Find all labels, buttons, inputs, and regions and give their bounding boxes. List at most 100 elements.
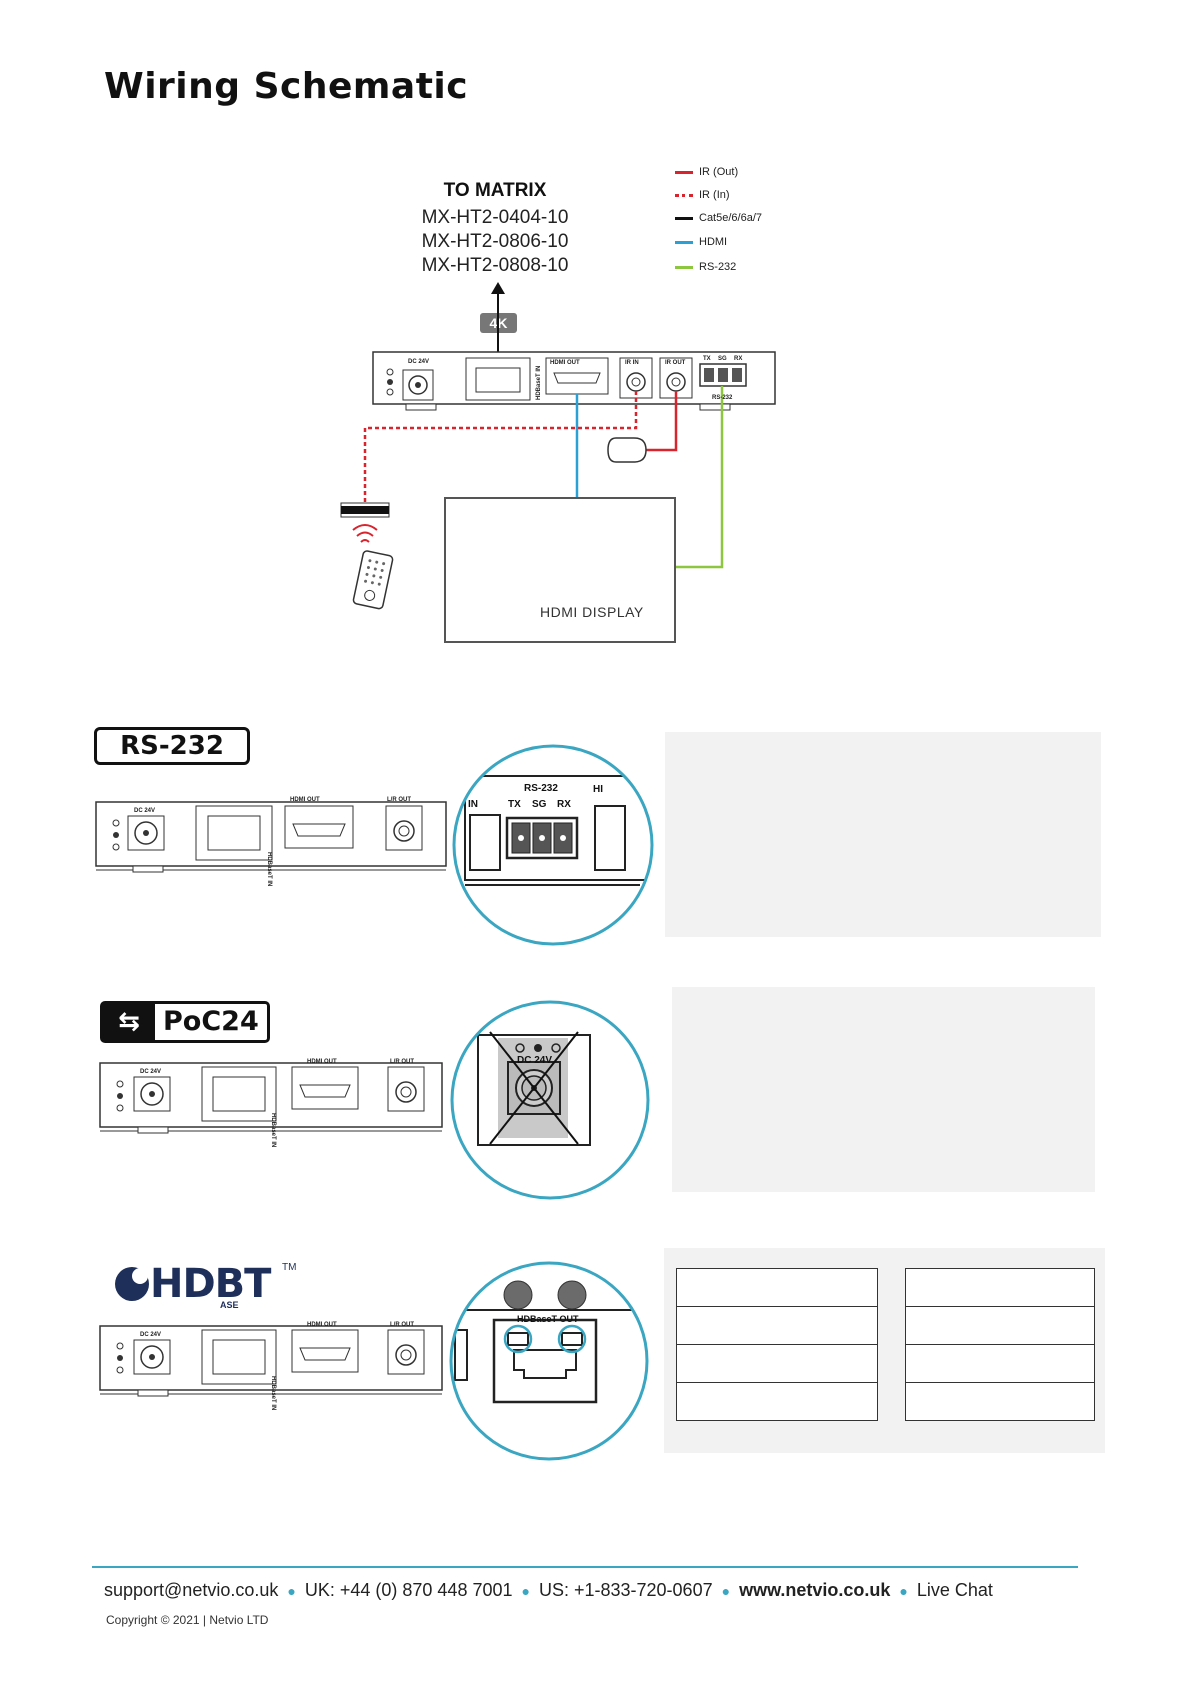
hdmi-socket bbox=[299, 1084, 351, 1098]
dc-jack-pin bbox=[143, 830, 149, 836]
arrow-up-icon bbox=[491, 282, 505, 294]
legend-swatch bbox=[675, 216, 693, 220]
legend-swatch bbox=[675, 265, 693, 269]
lr-out-jack-inner bbox=[400, 1349, 412, 1361]
legend-ir-out: IR (Out) bbox=[675, 162, 738, 182]
table-row bbox=[905, 1344, 1095, 1383]
table-row bbox=[676, 1268, 878, 1307]
rs232-zoom-detail: RS-232 TX SG RX IN HI bbox=[464, 775, 652, 886]
led-status-table-right bbox=[905, 1268, 1095, 1421]
rs232-pin bbox=[704, 368, 714, 382]
ir-out-cable bbox=[646, 391, 678, 452]
polarity-icon bbox=[112, 843, 120, 851]
legend-ir-in: IR (In) bbox=[675, 185, 730, 205]
poc-info-panel bbox=[672, 987, 1095, 1192]
legend-rs232: RS-232 bbox=[675, 257, 736, 277]
hdbaset-logo-icon bbox=[115, 1267, 149, 1301]
remote-control-icon bbox=[352, 550, 394, 610]
rs232-cable bbox=[673, 386, 724, 569]
rj45-socket bbox=[212, 1339, 266, 1375]
table-cell bbox=[905, 1268, 1095, 1307]
hdmi-display bbox=[444, 497, 676, 643]
device-foot bbox=[137, 1389, 169, 1397]
zoom-hdbaset-out-label: HDBaseT OUT bbox=[517, 1314, 579, 1324]
hdbaset-logo: HDBT ASE TM bbox=[112, 1262, 302, 1310]
polarity-icon bbox=[116, 1080, 124, 1088]
ir-emitter-icon bbox=[607, 437, 647, 463]
rs232-logo: RS-232 bbox=[94, 727, 250, 765]
zoom-rs232-title: RS-232 bbox=[524, 783, 558, 794]
lr-out-jack-inner bbox=[398, 825, 410, 837]
device-foot bbox=[699, 403, 731, 411]
legend-label: Cat5e/6/6a/7 bbox=[699, 212, 762, 224]
rs232-pin bbox=[732, 368, 742, 382]
zoom-pin-rx: RX bbox=[557, 799, 571, 810]
polarity-icon bbox=[117, 1093, 123, 1099]
matrix-model-1: MX-HT2-0404-10 bbox=[421, 207, 569, 228]
legend-swatch bbox=[675, 170, 693, 174]
website-link[interactable]: www.netvio.co.uk bbox=[739, 1580, 891, 1600]
rj45-socket bbox=[475, 367, 521, 393]
hdbaset-logo-sub: ASE bbox=[220, 1300, 239, 1310]
lr-out-label: L/R OUT bbox=[390, 1322, 414, 1328]
legend-swatch bbox=[675, 240, 693, 244]
rs232-info-panel bbox=[665, 732, 1101, 937]
device-foot bbox=[405, 403, 437, 411]
legend-label: HDMI bbox=[699, 236, 728, 248]
live-chat-link[interactable]: Live Chat bbox=[916, 1580, 993, 1600]
hdbaset-device-figure: DC 24V HDMI OUT L/R OUT HDBaseT IN HDBas… bbox=[99, 1261, 649, 1461]
table-cell bbox=[905, 1382, 1095, 1421]
support-email-link[interactable]: support@netvio.co.uk bbox=[104, 1580, 279, 1600]
hdbaset-info-panel bbox=[664, 1248, 1105, 1453]
ir-signal-icon bbox=[356, 531, 374, 537]
polarity-icon bbox=[386, 368, 394, 376]
hdbaset-in-label: HDBaseT IN bbox=[270, 1376, 276, 1410]
device-foot bbox=[132, 865, 164, 873]
poc24-logo: ⇆ PoC24 bbox=[100, 1001, 270, 1043]
hdbaset-logo-text: HDBT bbox=[150, 1261, 271, 1307]
table-row bbox=[676, 1382, 878, 1421]
polarity-icon bbox=[117, 1355, 123, 1361]
zoom-dc-label: DC 24V bbox=[517, 1055, 552, 1066]
rs232-pin-tx: TX bbox=[703, 356, 711, 362]
dc-port-label: DC 24V bbox=[140, 1069, 161, 1075]
lr-out-jack-inner bbox=[400, 1086, 412, 1098]
hdmi-out-label: HDMI OUT bbox=[307, 1059, 337, 1065]
uk-phone: UK: +44 (0) 870 448 7001 bbox=[304, 1580, 513, 1600]
legend-cat: Cat5e/6/6a/7 bbox=[675, 208, 762, 228]
dc-jack-pin bbox=[149, 1091, 155, 1097]
dc-jack-pin bbox=[415, 382, 421, 388]
dc-port-label: DC 24V bbox=[134, 808, 155, 814]
poc-zoom-detail: DC 24V bbox=[477, 1031, 591, 1146]
hdmi-out-label: HDMI OUT bbox=[550, 360, 580, 366]
poc-zoom-ring bbox=[450, 1000, 650, 1200]
table-cell bbox=[676, 1268, 878, 1307]
ir-in-jack-inner bbox=[631, 377, 641, 387]
table-row bbox=[676, 1344, 878, 1383]
rs232-pin-sg: SG bbox=[718, 356, 727, 362]
polarity-icon bbox=[116, 1342, 124, 1350]
zoom-in-label: IN bbox=[468, 799, 478, 810]
rs232-pin bbox=[718, 368, 728, 382]
separator-dot-icon: ● bbox=[287, 1582, 296, 1599]
legend-swatch bbox=[675, 193, 693, 197]
hdbaset-in-label: HDBaseT IN bbox=[270, 1113, 276, 1147]
table-cell bbox=[905, 1344, 1095, 1383]
hdbaset-in-label: HDBaseT IN bbox=[266, 852, 272, 886]
hdmi-out-label: HDMI OUT bbox=[290, 797, 320, 803]
poc-device-figure: DC 24V HDMI OUT L/R OUT HDBaseT IN DC 24… bbox=[99, 1000, 650, 1200]
hdmi-display-label: HDMI DISPLAY bbox=[540, 604, 644, 620]
hdbaset-zoom-detail: HDBaseT OUT bbox=[451, 1309, 647, 1404]
polarity-icon bbox=[116, 1366, 124, 1374]
hdmi-socket bbox=[292, 823, 346, 837]
polarity-icon bbox=[112, 819, 120, 827]
table-row bbox=[905, 1382, 1095, 1421]
matrix-model-3: MX-HT2-0808-10 bbox=[421, 255, 569, 276]
lr-out-label: L/R OUT bbox=[390, 1059, 414, 1065]
zoom-pin-sg: SG bbox=[532, 799, 547, 810]
zoom-hi-label: HI bbox=[593, 784, 603, 795]
table-row bbox=[905, 1306, 1095, 1345]
led-status-table-left bbox=[676, 1268, 878, 1421]
hdbaset-zoom-ring bbox=[449, 1261, 649, 1461]
legend-label: RS-232 bbox=[699, 261, 737, 273]
